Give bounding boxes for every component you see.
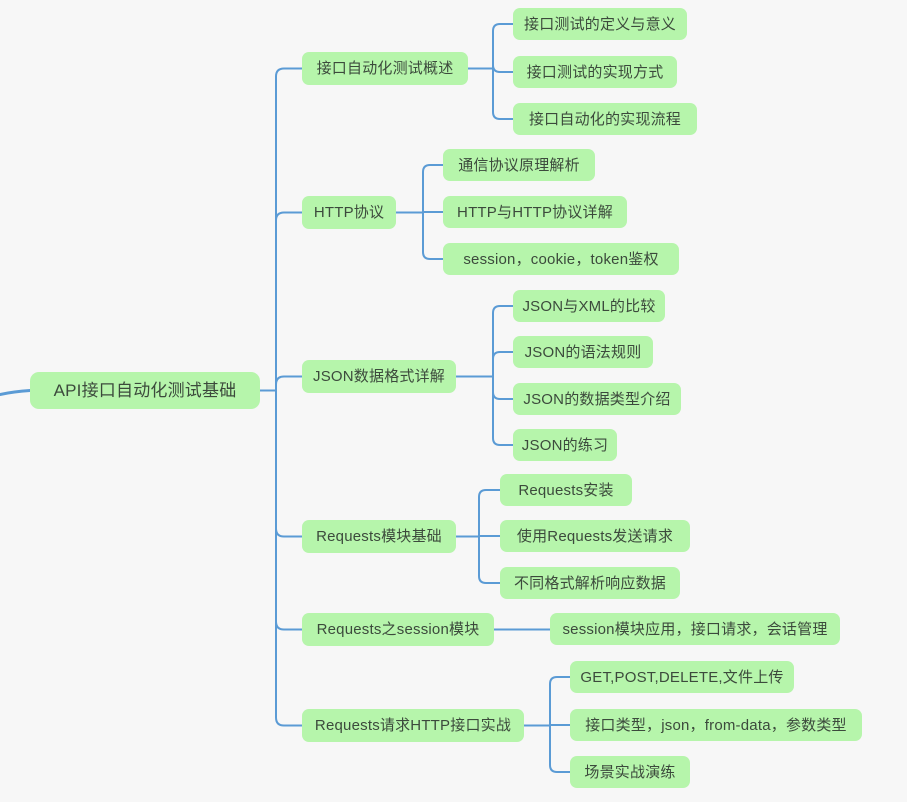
branch-node-3[interactable]: JSON数据格式详解 xyxy=(302,360,456,393)
leaf-node-4-1[interactable]: Requests安装 xyxy=(500,474,632,506)
branch-node-6[interactable]: Requests请求HTTP接口实战 xyxy=(302,709,524,742)
root-node[interactable]: API接口自动化测试基础 xyxy=(30,372,260,409)
leaf-node-2-2[interactable]: HTTP与HTTP协议详解 xyxy=(443,196,627,228)
leaf-node-3-4[interactable]: JSON的练习 xyxy=(513,429,617,461)
leaf-node-1-2[interactable]: 接口测试的实现方式 xyxy=(513,56,677,88)
leaf-node-2-3[interactable]: session，cookie，token鉴权 xyxy=(443,243,679,275)
leaf-node-3-3[interactable]: JSON的数据类型介绍 xyxy=(513,383,681,415)
branch-node-5[interactable]: Requests之session模块 xyxy=(302,613,494,646)
leaf-node-6-1[interactable]: GET,POST,DELETE,文件上传 xyxy=(570,661,794,693)
leaf-node-1-3[interactable]: 接口自动化的实现流程 xyxy=(513,103,697,135)
leaf-node-2-1[interactable]: 通信协议原理解析 xyxy=(443,149,595,181)
branch-node-2[interactable]: HTTP协议 xyxy=(302,196,396,229)
leaf-node-6-2[interactable]: 接口类型，json，from-data，参数类型 xyxy=(570,709,862,741)
leaf-node-4-3[interactable]: 不同格式解析响应数据 xyxy=(500,567,680,599)
leaf-node-3-2[interactable]: JSON的语法规则 xyxy=(513,336,653,368)
leaf-node-6-3[interactable]: 场景实战演练 xyxy=(570,756,690,788)
branch-node-4[interactable]: Requests模块基础 xyxy=(302,520,456,553)
leaf-node-5-1[interactable]: session模块应用，接口请求，会话管理 xyxy=(550,613,840,645)
leaf-node-1-1[interactable]: 接口测试的定义与意义 xyxy=(513,8,687,40)
branch-node-1[interactable]: 接口自动化测试概述 xyxy=(302,52,468,85)
leaf-node-3-1[interactable]: JSON与XML的比较 xyxy=(513,290,665,322)
leaf-node-4-2[interactable]: 使用Requests发送请求 xyxy=(500,520,690,552)
